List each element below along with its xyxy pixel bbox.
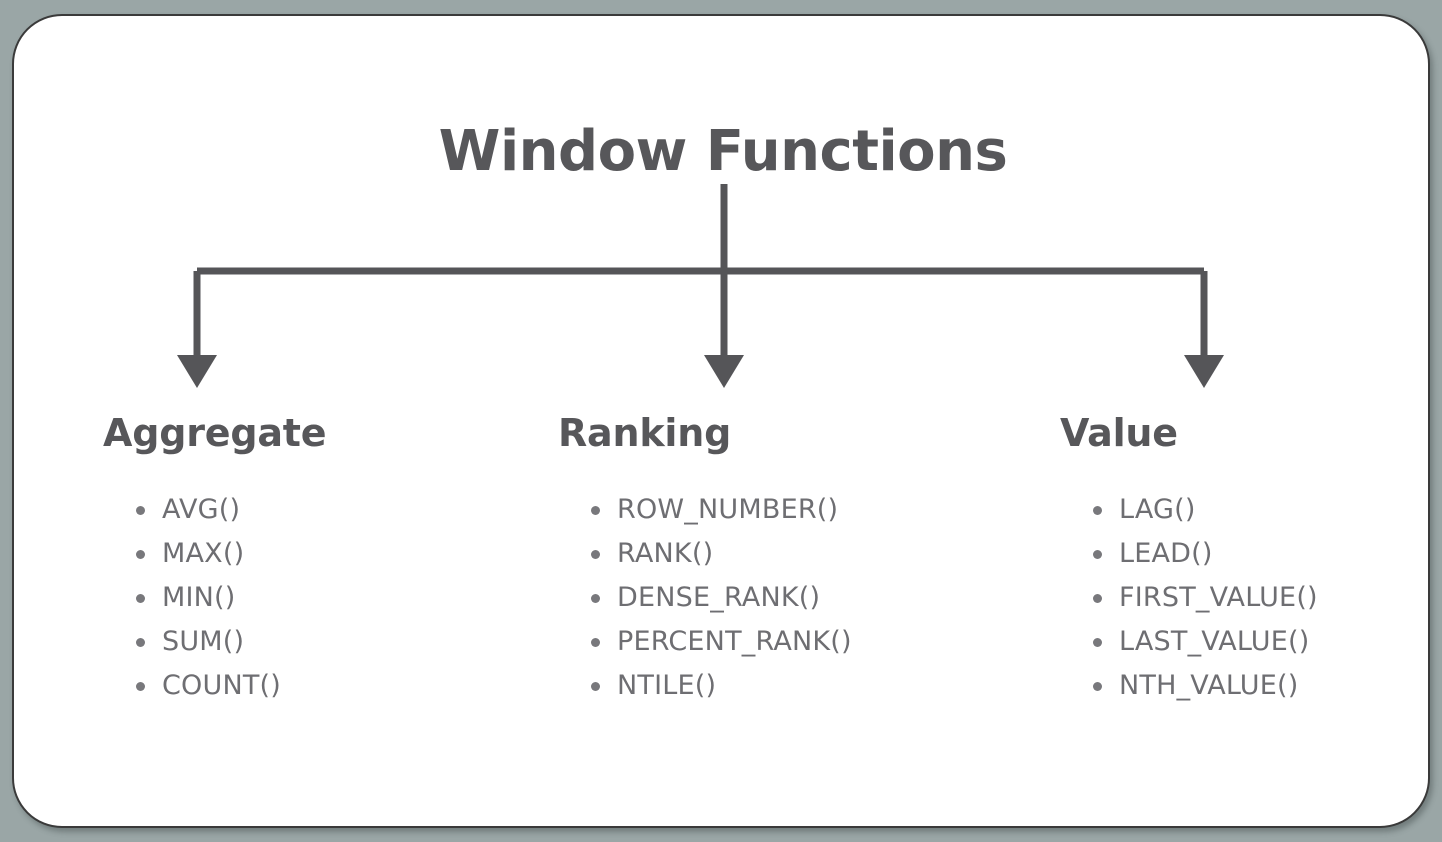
list-item: MIN() [136, 584, 532, 611]
branch-column-aggregate: Aggregate AVG() MAX() MIN() SUM() COUNT(… [14, 414, 532, 716]
list-item: NTILE() [591, 672, 1039, 699]
list-item: MAX() [136, 540, 532, 567]
list-item: LAG() [1093, 496, 1428, 523]
branch-heading-aggregate: Aggregate [103, 411, 327, 455]
page-title: Window Functions [438, 119, 1008, 184]
list-item: PERCENT_RANK() [591, 628, 1039, 655]
branch-heading-ranking: Ranking [558, 411, 732, 455]
branch-column-value: Value LAG() LEAD() FIRST_VALUE() LAST_VA… [1039, 411, 1428, 716]
arrowhead-aggregate [177, 355, 217, 388]
slide-card: Window Functions Aggregate AVG() MAX() M… [12, 14, 1430, 828]
arrowhead-ranking [704, 355, 744, 388]
list-item: AVG() [136, 496, 532, 523]
list-item: SUM() [136, 628, 532, 655]
list-item: FIRST_VALUE() [1093, 584, 1428, 611]
list-item: COUNT() [136, 672, 532, 699]
branch-heading-value: Value [1060, 411, 1178, 455]
arrowhead-value [1184, 355, 1224, 388]
list-item: LEAD() [1093, 540, 1428, 567]
list-item: LAST_VALUE() [1093, 628, 1428, 655]
list-item: RANK() [591, 540, 1039, 567]
function-list-ranking: ROW_NUMBER() RANK() DENSE_RANK() PERCENT… [558, 496, 1039, 699]
list-item: ROW_NUMBER() [591, 496, 1039, 523]
list-item: DENSE_RANK() [591, 584, 1039, 611]
branch-columns: Aggregate AVG() MAX() MIN() SUM() COUNT(… [14, 411, 1428, 716]
branch-column-ranking: Ranking ROW_NUMBER() RANK() DENSE_RANK()… [532, 414, 1039, 716]
function-list-value: LAG() LEAD() FIRST_VALUE() LAST_VALUE() … [1060, 496, 1428, 699]
list-item: NTH_VALUE() [1093, 672, 1428, 699]
function-list-aggregate: AVG() MAX() MIN() SUM() COUNT() [103, 496, 532, 699]
connector-lines [177, 184, 1224, 388]
